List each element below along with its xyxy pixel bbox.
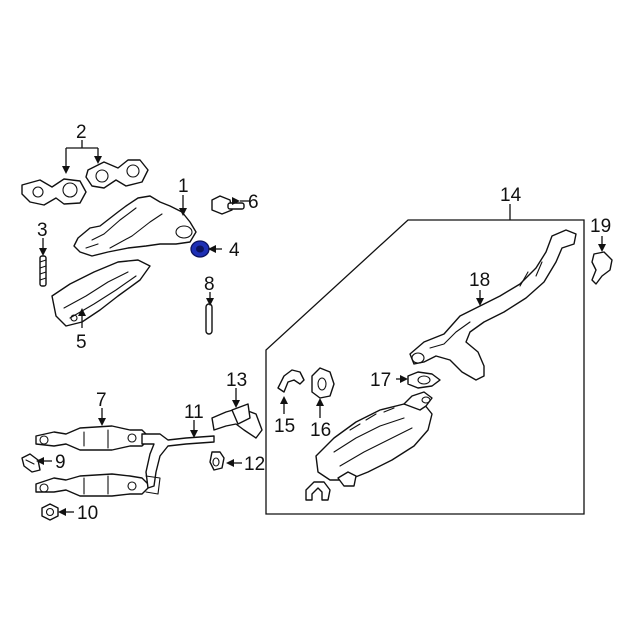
muffler-clamp[interactable] [305,481,331,501]
intermediate-pipe[interactable] [141,433,215,495]
callout-10: 10 [77,503,98,524]
callout-19: 19 [590,216,611,237]
callout-13: 13 [226,370,247,391]
callout-9: 9 [55,452,66,473]
callout-18: 18 [469,270,490,291]
flange-gasket[interactable] [407,371,441,389]
rubber-insulator[interactable] [311,367,335,399]
callout-labels: 1 2 3 4 5 6 7 8 9 10 11 12 13 14 15 16 1… [37,122,611,524]
catalytic-converter-lower[interactable] [35,473,151,497]
nut-10[interactable] [41,503,59,521]
callout-17: 17 [370,370,391,391]
muffler[interactable] [315,391,433,487]
manifold-gasket-right[interactable] [85,159,149,189]
exhaust-assembly-box [265,219,585,515]
callout-12: 12 [244,454,265,475]
hanger-bracket[interactable] [209,451,225,471]
highlighted-nut[interactable] [190,240,210,258]
callout-15: 15 [274,416,295,437]
tailpipe-hanger[interactable] [591,251,613,285]
callout-11: 11 [184,402,204,423]
manifold-gasket-left[interactable] [21,178,87,206]
callout-7: 7 [96,390,107,411]
callout-4: 4 [229,240,240,261]
exhaust-manifold[interactable] [73,195,197,257]
tail-pipe[interactable] [409,229,577,381]
manifold-bolt[interactable] [211,195,245,215]
hanger-rod[interactable] [277,369,305,393]
callout-14: 14 [500,185,522,206]
heat-shield[interactable] [51,259,151,327]
oxygen-sensor[interactable] [21,453,41,473]
callout-16: 16 [310,420,331,441]
catalytic-converter-upper[interactable] [35,425,151,451]
callout-2: 2 [76,122,87,143]
connector-pipe[interactable] [211,403,263,439]
callout-3: 3 [37,220,48,241]
stud-long[interactable] [205,303,213,335]
callout-5: 5 [76,332,87,353]
callout-1: 1 [178,176,189,197]
leader-lines [36,140,606,516]
callout-8: 8 [204,274,215,295]
callout-6: 6 [248,192,259,213]
stud[interactable] [39,255,47,287]
